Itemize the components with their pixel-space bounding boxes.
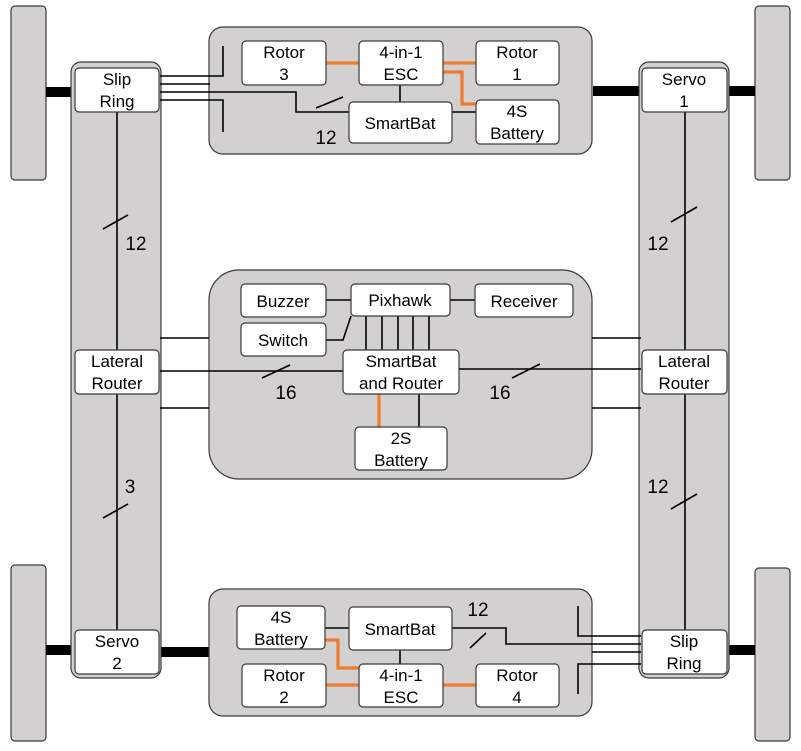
rotor-4-box: Rotor 4	[475, 663, 560, 708]
rotor-3-line2: 3	[279, 65, 288, 84]
smartbat-bottom-box: SmartBat	[348, 606, 453, 651]
smartbat-router-line1: SmartBat	[366, 352, 437, 371]
wheel-bottom-right	[754, 567, 791, 742]
slip-ring-left-line1: Slip	[103, 70, 131, 89]
wheel-top-left	[10, 5, 47, 181]
rotor-2-line2: 2	[279, 688, 288, 707]
pixhawk-box: Pixhawk	[350, 283, 451, 317]
rotor-3-line1: Rotor	[263, 43, 305, 62]
servo-2-line2: 2	[112, 654, 121, 673]
servo-1-line1: Servo	[662, 70, 706, 89]
power-wires	[325, 61, 477, 687]
lateral-router-left-box: Lateral Router	[74, 349, 160, 395]
lateral-router-left-line1: Lateral	[91, 352, 143, 371]
lateral-router-right-line1: Lateral	[658, 352, 710, 371]
signal-wires	[102, 46, 698, 694]
esc-bottom-box: 4-in-1 ESC	[358, 663, 444, 708]
buzzer-box: Buzzer	[240, 283, 327, 318]
lateral-router-right-box: Lateral Router	[641, 349, 728, 395]
rotor-4-line2: 4	[512, 688, 521, 707]
slip-ring-left-box: Slip Ring	[74, 67, 160, 113]
battery-2s-box: 2S Battery	[354, 426, 448, 471]
slip-ring-right-line2: Ring	[667, 654, 702, 673]
battery-4s-bottom-box: 4S Battery	[236, 605, 326, 650]
buzzer-label: Buzzer	[257, 292, 310, 311]
lateral-router-right-line2: Router	[658, 374, 709, 393]
esc-top-line2: ESC	[384, 65, 419, 84]
servo-2-line1: Servo	[95, 632, 139, 651]
battery-4s-top-line2: Battery	[490, 124, 544, 143]
esc-top-line1: 4-in-1	[379, 43, 422, 62]
rotor-3-box: Rotor 3	[241, 40, 327, 86]
lateral-router-left-line2: Router	[91, 374, 142, 393]
left-upper-bus-count: 12	[125, 234, 146, 255]
switch-label: Switch	[258, 331, 308, 350]
smartbat-router-box: SmartBat and Router	[342, 349, 460, 395]
right-upper-bus-count: 12	[647, 234, 668, 255]
servo-1-box: Servo 1	[641, 67, 728, 113]
left-lower-bus-count: 3	[125, 477, 136, 498]
battery-4s-bottom-line2: Battery	[254, 630, 308, 649]
smartbat-top-box: SmartBat	[348, 101, 453, 144]
smartbat-router-line2: and Router	[359, 374, 443, 393]
slip-ring-right-line1: Slip	[670, 632, 698, 651]
servo-2-box: Servo 2	[74, 629, 160, 675]
rotor-2-line1: Rotor	[263, 666, 305, 685]
battery-2s-line1: 2S	[391, 429, 412, 448]
rotor-1-box: Rotor 1	[475, 40, 560, 86]
battery-4s-bottom-line1: 4S	[271, 608, 292, 627]
battery-4s-top-line1: 4S	[507, 102, 528, 121]
rotor-1-line2: 1	[512, 65, 521, 84]
esc-bottom-line2: ESC	[384, 688, 419, 707]
receiver-box: Receiver	[474, 283, 574, 318]
center-right-bus-count: 16	[489, 383, 510, 404]
right-lower-bus-count: 12	[647, 477, 668, 498]
wheel-top-right	[754, 5, 791, 181]
rotor-2-box: Rotor 2	[241, 663, 327, 708]
switch-box: Switch	[240, 322, 327, 357]
pixhawk-label: Pixhawk	[368, 291, 432, 310]
battery-2s-line2: Battery	[374, 451, 428, 470]
receiver-label: Receiver	[490, 292, 557, 311]
slip-ring-right-box: Slip Ring	[641, 629, 728, 675]
center-left-bus-count: 16	[275, 383, 296, 404]
wheel-bottom-left	[10, 564, 47, 742]
esc-top-box: 4-in-1 ESC	[358, 40, 444, 86]
bottom-bus-count: 12	[467, 600, 488, 621]
top-bus-count: 12	[315, 128, 336, 149]
battery-4s-top-box: 4S Battery	[475, 99, 560, 145]
slip-ring-left-line2: Ring	[100, 92, 135, 111]
esc-bottom-line1: 4-in-1	[379, 666, 422, 685]
smartbat-bottom-label: SmartBat	[365, 620, 436, 639]
servo-1-line2: 1	[679, 92, 688, 111]
rotor-1-line1: Rotor	[496, 43, 538, 62]
rotor-4-line1: Rotor	[496, 666, 538, 685]
smartbat-top-label: SmartBat	[365, 114, 436, 133]
